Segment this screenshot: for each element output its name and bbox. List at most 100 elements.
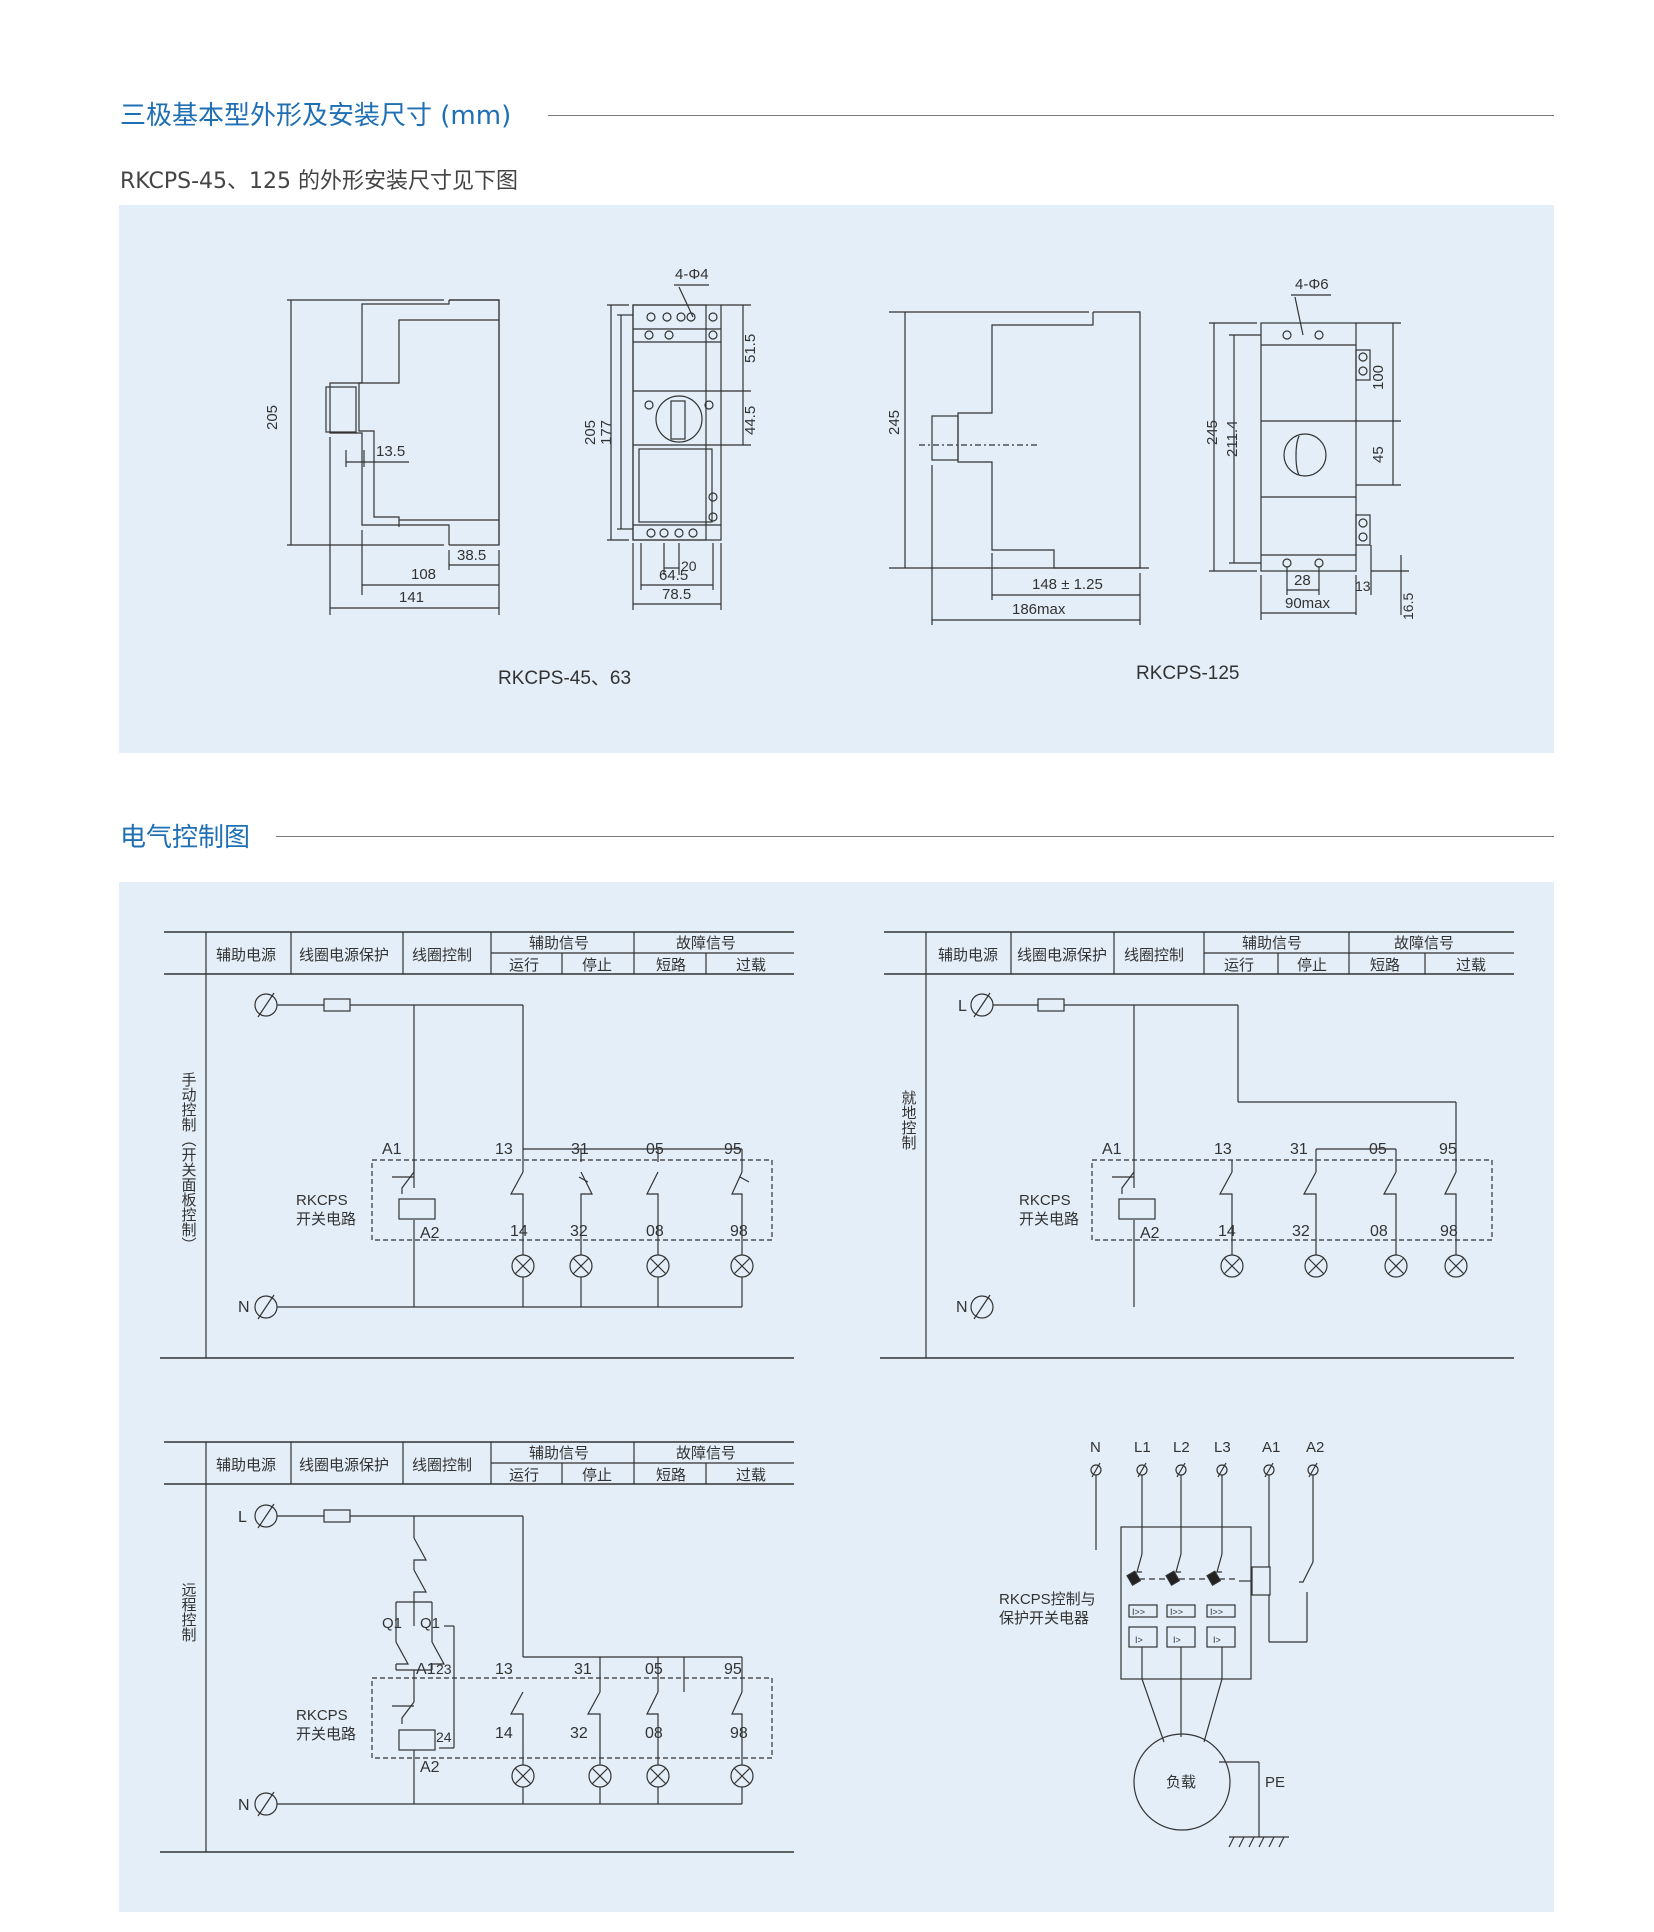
- device-label: RKCPS: [296, 1192, 348, 1209]
- w-a2: A2: [1306, 1439, 1324, 1456]
- circuit-manual: 辅助电源 线圈电源保护 线圈控制 辅助信号 运行 停止 故障信号 短路 过载: [160, 931, 794, 1359]
- device-label-local: RKCPS: [1019, 1192, 1071, 1209]
- dim-16-5: 16.5: [1400, 593, 1416, 620]
- load-label: 负载: [1166, 1774, 1196, 1791]
- svg-text:I>: I>: [1135, 1635, 1143, 1645]
- dim-44-5: 44.5: [742, 406, 759, 435]
- l-label-local: L: [958, 998, 967, 1015]
- t-23: 23: [436, 1661, 452, 1677]
- hdr-coil-protect: 线圈电源保护: [299, 947, 389, 964]
- t-98-2: 98: [1440, 1223, 1458, 1240]
- n-label: N: [238, 1299, 250, 1316]
- wiring-diagram: N L1 L2 L3 A1 A2: [999, 1439, 1324, 1848]
- pe-label: PE: [1265, 1774, 1285, 1791]
- hdr-short-3: 短路: [656, 1467, 686, 1484]
- hdr-run-2: 运行: [1224, 957, 1254, 974]
- n-label-remote: N: [238, 1797, 250, 1814]
- hdr-fault-signal: 故障信号: [676, 934, 736, 952]
- t-a2-2: A2: [1140, 1225, 1160, 1242]
- section-subtitle: RKCPS-45、125 的外形安装尺寸见下图: [120, 169, 519, 194]
- right-side-view: 245 148 ± 1.25 186max: [886, 311, 1149, 625]
- t-98-3: 98: [730, 1725, 748, 1742]
- dim-45-right: 45: [1370, 446, 1387, 463]
- hole-note-4x6: 4-Φ6: [1295, 276, 1329, 293]
- hdr-overload-2: 过载: [1456, 957, 1486, 974]
- hdr-aux-signal-3: 辅助信号: [529, 1445, 589, 1462]
- svg-text:I>>: I>>: [1210, 1607, 1223, 1617]
- svg-text:I>: I>: [1173, 1635, 1181, 1645]
- dimension-panel: 205 13.5 38.5 108 141 4-Φ4: [119, 205, 1554, 753]
- hdr-aux-signal: 辅助信号: [529, 935, 589, 952]
- dim-141: 141: [399, 589, 424, 606]
- hdr-short-2: 短路: [1370, 957, 1400, 974]
- hdr-short: 短路: [656, 957, 686, 974]
- t-08-2: 08: [1370, 1223, 1388, 1240]
- device-label-remote: RKCPS: [296, 1707, 348, 1724]
- dim-28: 28: [1294, 572, 1311, 589]
- hdr-stop: 停止: [582, 957, 612, 974]
- t-a1: A1: [382, 1141, 402, 1158]
- t-95-3: 95: [724, 1661, 742, 1678]
- hdr-coil-protect-3: 线圈电源保护: [299, 1457, 389, 1474]
- t-a2: A2: [420, 1225, 440, 1242]
- device-label-remote-2: 开关电路: [296, 1726, 356, 1743]
- t-31-2: 31: [1290, 1141, 1308, 1158]
- q1-label-b: Q1: [420, 1615, 440, 1632]
- dim-20: 20: [681, 558, 697, 574]
- svg-text:I>>: I>>: [1132, 1607, 1145, 1617]
- t-95: 95: [724, 1141, 742, 1158]
- device-label-local-2: 开关电路: [1019, 1211, 1079, 1228]
- t-32-2: 32: [1292, 1223, 1310, 1240]
- t-a2-3: A2: [420, 1759, 440, 1776]
- t-32-3: 32: [570, 1725, 588, 1742]
- right-front-view: 4-Φ6 245 211.4 100 45 28 13 90max 16.5: [1204, 276, 1416, 620]
- side-label-local: 就地控制: [900, 1090, 917, 1150]
- dim-100: 100: [1370, 365, 1387, 390]
- circuit-remote: 辅助电源 线圈电源保护 线圈控制 辅助信号 运行 停止 故障信号 短路 过载 L: [160, 1441, 794, 1853]
- dim-90: 90max: [1285, 595, 1331, 612]
- t-95-2: 95: [1439, 1141, 1457, 1158]
- dim-78-5: 78.5: [662, 586, 691, 603]
- q1-label-a: Q1: [382, 1615, 402, 1632]
- hdr-overload: 过载: [736, 957, 766, 974]
- w-l3: L3: [1214, 1439, 1231, 1456]
- dim-177: 177: [598, 420, 615, 445]
- dim-205-left: 205: [264, 405, 281, 430]
- t-05-3: 05: [645, 1661, 663, 1678]
- t-a1-2: A1: [1102, 1141, 1122, 1158]
- wiring-device-label: RKCPS控制与: [999, 1591, 1096, 1608]
- t-14-2: 14: [1218, 1223, 1236, 1240]
- side-label-remote: 远程控制: [180, 1582, 197, 1642]
- t-05-2: 05: [1369, 1141, 1387, 1158]
- t-a1-3: A1: [416, 1661, 436, 1678]
- hdr-fault-signal-2: 故障信号: [1394, 934, 1454, 952]
- hdr-fault-signal-3: 故障信号: [676, 1444, 736, 1462]
- w-a1: A1: [1262, 1439, 1280, 1456]
- control-panel: 辅助电源 线圈电源保护 线圈控制 辅助信号 运行 停止 故障信号 短路 过载: [119, 882, 1554, 1912]
- hdr-run: 运行: [509, 957, 539, 974]
- dim-38-5: 38.5: [457, 547, 486, 564]
- t-14: 14: [510, 1223, 528, 1240]
- dimension-drawings: 205 13.5 38.5 108 141 4-Φ4: [264, 266, 1416, 625]
- t-13: 13: [495, 1141, 513, 1158]
- t-98: 98: [730, 1223, 748, 1240]
- dim-51-5: 51.5: [742, 334, 759, 363]
- left-side-view: 205 13.5 38.5 108 141: [264, 299, 500, 615]
- hdr-coil-control: 线圈控制: [412, 947, 472, 964]
- t-14-3: 14: [495, 1725, 513, 1742]
- hdr-coil-control-2: 线圈控制: [1124, 947, 1184, 964]
- n-label-local: N: [956, 1299, 968, 1316]
- dim-245-front: 245: [1204, 420, 1221, 445]
- hdr-aux-power-2: 辅助电源: [938, 947, 998, 964]
- hdr-overload-3: 过载: [736, 1467, 766, 1484]
- section-divider-2: [276, 836, 1554, 837]
- l-label-remote: L: [238, 1509, 247, 1526]
- t-31: 31: [571, 1141, 589, 1158]
- hdr-run-3: 运行: [509, 1467, 539, 1484]
- t-32: 32: [570, 1223, 588, 1240]
- hdr-aux-power-3: 辅助电源: [216, 1457, 276, 1474]
- lamps: [511, 1254, 754, 1278]
- svg-text:I>: I>: [1213, 1635, 1221, 1645]
- hole-note-4x4: 4-Φ4: [675, 266, 709, 283]
- w-l2: L2: [1173, 1439, 1190, 1456]
